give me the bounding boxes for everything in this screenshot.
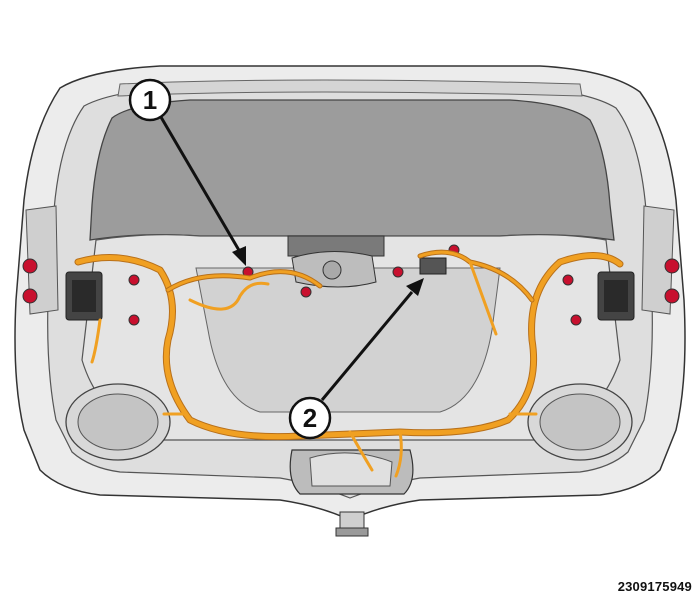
fastener <box>570 314 582 326</box>
wiper-motor <box>287 235 385 288</box>
rear-window-glass <box>89 99 615 241</box>
fastener <box>128 274 140 286</box>
right-side-pillar <box>641 205 675 315</box>
wiring-harness <box>74 249 624 478</box>
center-recessed-plate <box>195 267 501 413</box>
fastener <box>664 288 680 304</box>
fastener <box>128 314 140 326</box>
leader-line-2 <box>320 278 424 401</box>
callout-1-label: 1 <box>143 85 157 115</box>
fastener <box>22 288 38 304</box>
handle-switch-connector <box>419 257 447 275</box>
fastener <box>664 258 680 274</box>
figure-id: 2309175949 <box>617 579 692 594</box>
right-speaker <box>527 383 633 461</box>
fastener <box>22 258 38 274</box>
left-side-pillar <box>25 205 59 315</box>
left-speaker <box>65 383 171 461</box>
leader-line-1 <box>156 111 246 266</box>
latch-housing <box>289 449 414 537</box>
right-lamp-connector <box>597 271 635 321</box>
callout-2-label: 2 <box>303 403 317 433</box>
callout-2: 2 <box>288 396 332 440</box>
left-lamp-connector <box>65 271 103 321</box>
fastener <box>562 274 574 286</box>
upper-trim-strip <box>117 79 583 97</box>
fastener <box>300 286 312 298</box>
fastener <box>392 266 404 278</box>
callout-1: 1 <box>128 78 172 122</box>
fasteners <box>22 244 680 326</box>
